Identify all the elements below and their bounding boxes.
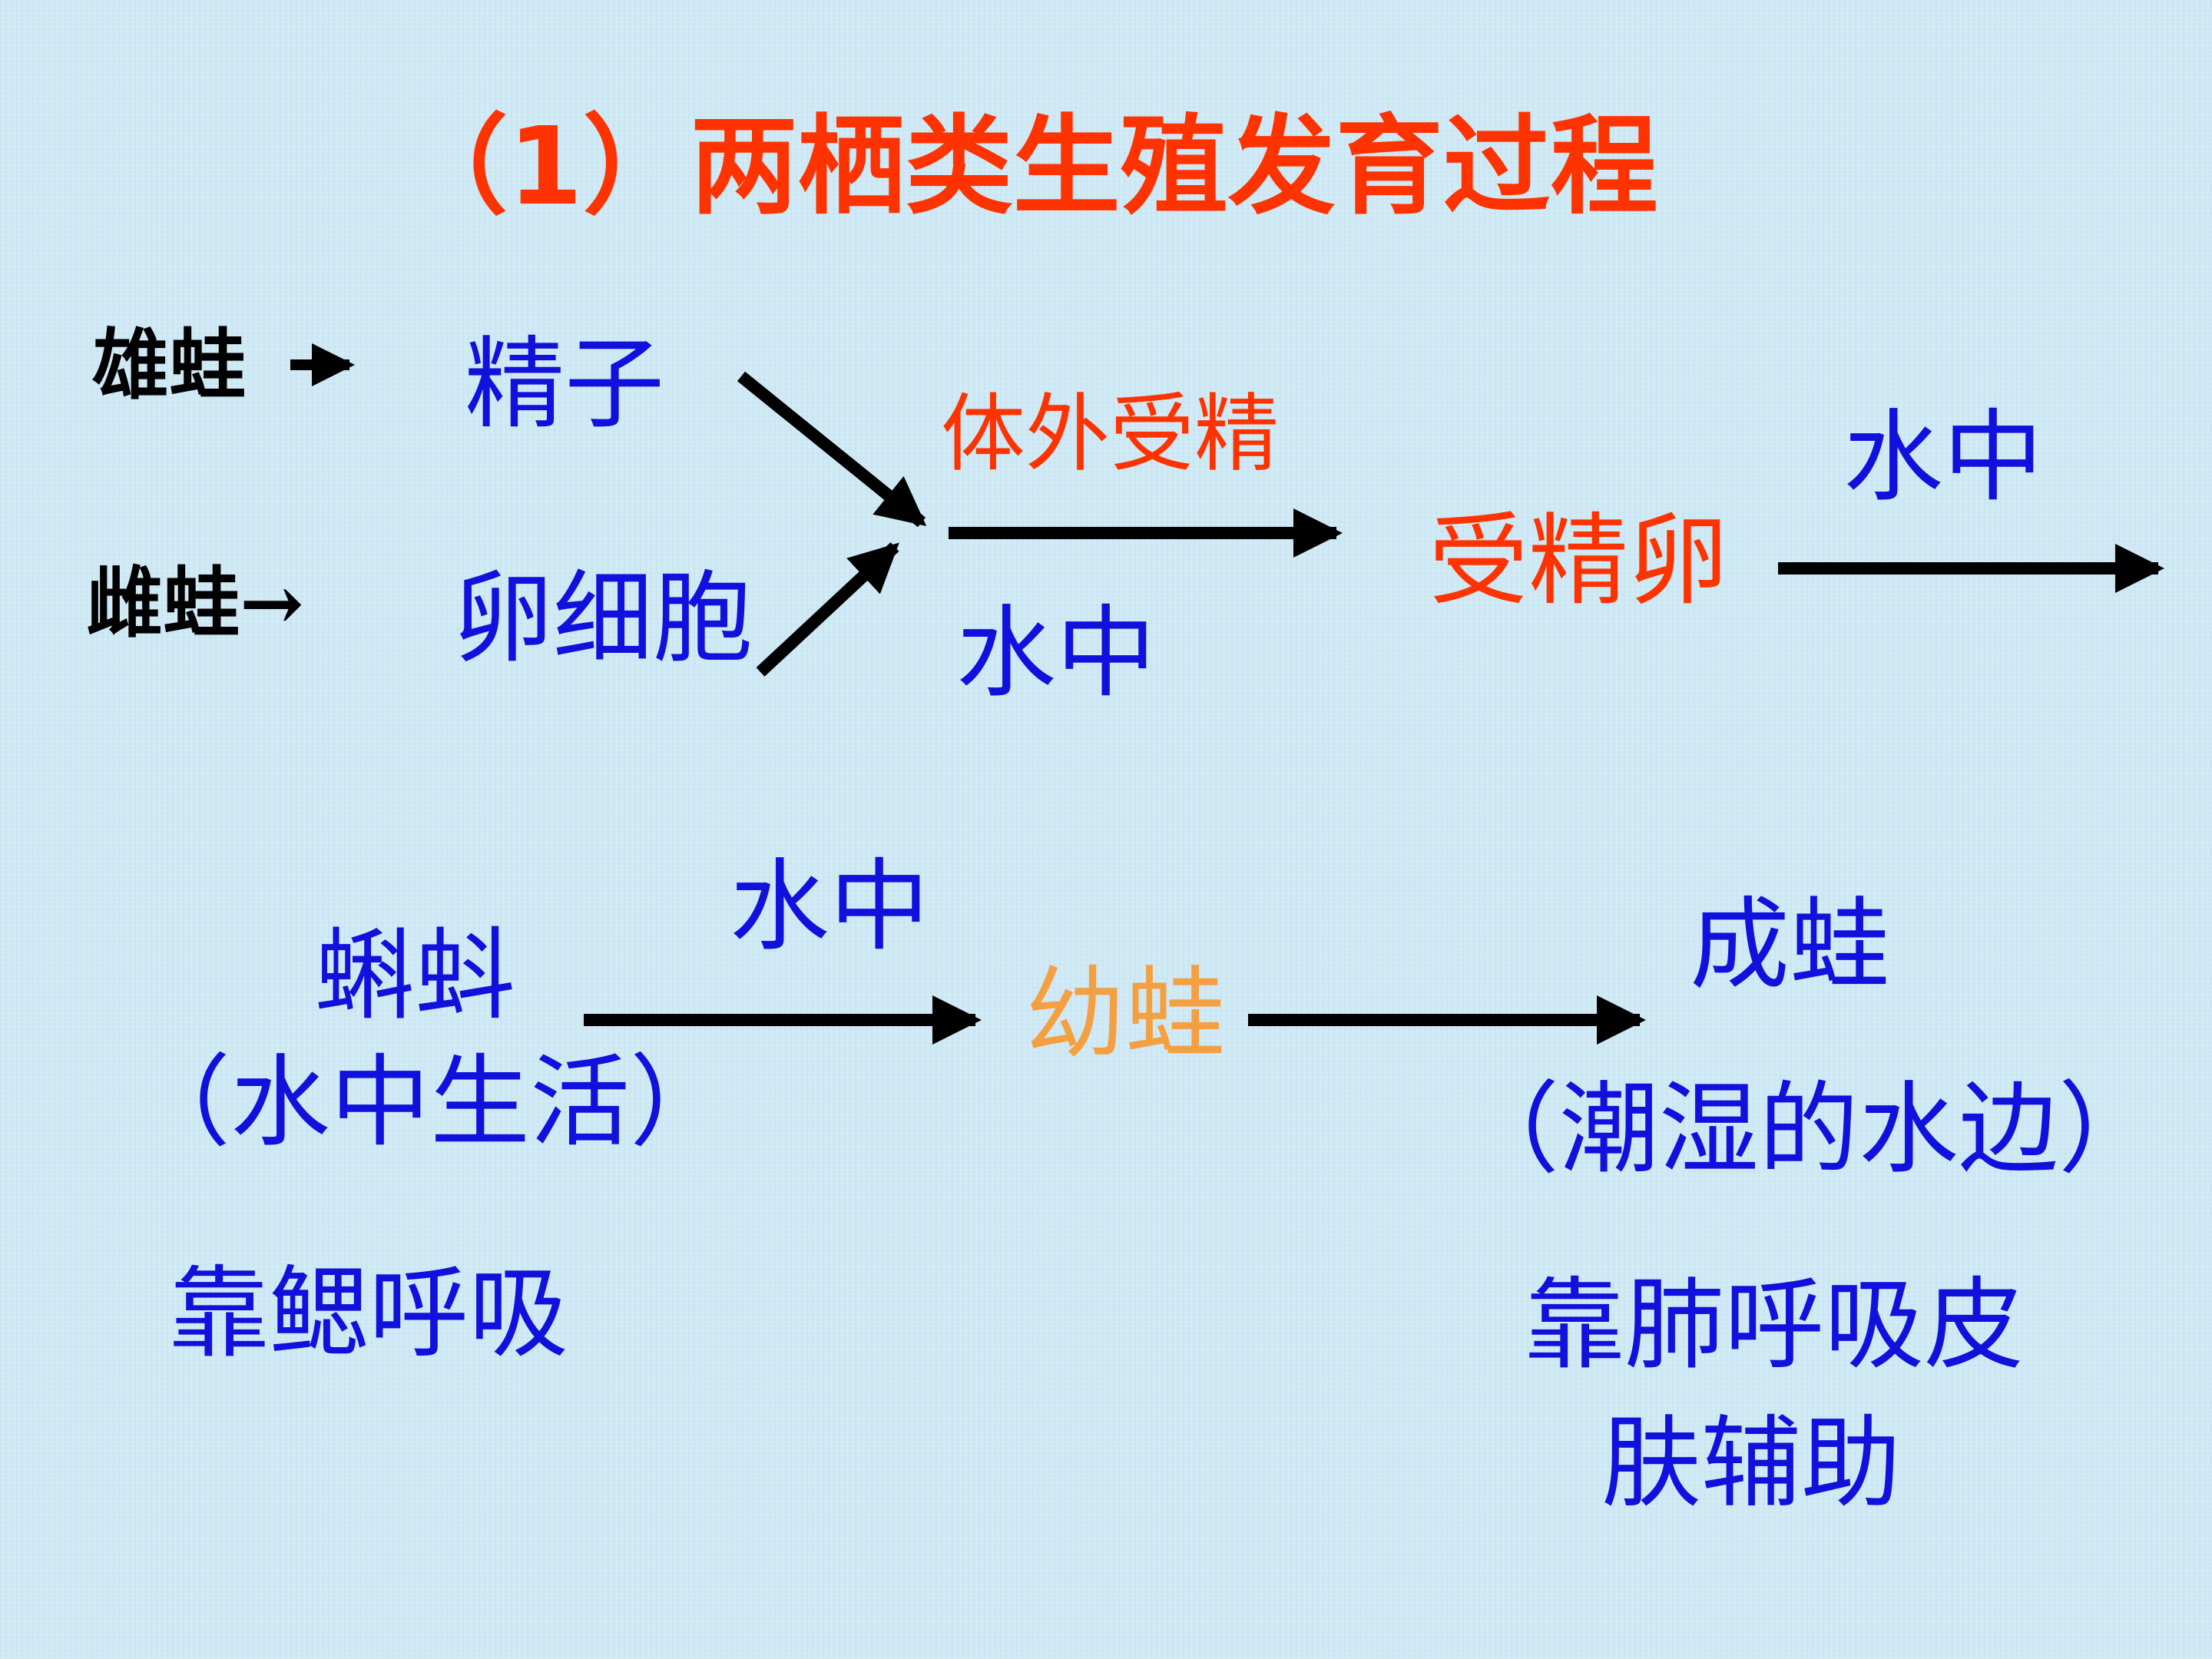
zygote-place-label: 水中 bbox=[1843, 399, 2044, 515]
tadpole-breathing-label: 靠鳃呼吸 bbox=[169, 1255, 569, 1372]
tadpole-to-froglet-place-label: 水中 bbox=[730, 848, 930, 965]
zygote-label: 受精卵 bbox=[1429, 502, 1729, 619]
sperm-label: 精子 bbox=[465, 326, 665, 442]
adult-frog-label: 成蛙 bbox=[1690, 886, 1890, 1003]
adult-breathing-label-line2: 肤辅助 bbox=[1601, 1405, 1902, 1522]
fertilization-label: 体外受精 bbox=[941, 385, 1279, 483]
egg-to-fertilization-arrow bbox=[756, 542, 899, 677]
egg-cell-label: 卵细胞 bbox=[453, 560, 753, 677]
male-frog-label: 雄蛙 bbox=[92, 320, 246, 410]
page-title: （1）两栖类生殖发育过程 bbox=[400, 104, 1658, 230]
sperm-to-fertilization-arrow bbox=[737, 371, 927, 528]
tadpole-habitat-label: （水中生活） bbox=[131, 1044, 730, 1161]
froglet-label: 幼蛙 bbox=[1025, 955, 1226, 1072]
adult-breathing-label-line1: 靠肺呼吸皮 bbox=[1525, 1267, 2025, 1383]
tadpole-label: 蝌蚪 bbox=[315, 917, 515, 1034]
adult-habitat-label: （潮湿的水边） bbox=[1459, 1071, 2159, 1187]
fertilization-place-label: 水中 bbox=[956, 594, 1157, 711]
female-frog-label: 雌蛙→ bbox=[86, 558, 304, 648]
